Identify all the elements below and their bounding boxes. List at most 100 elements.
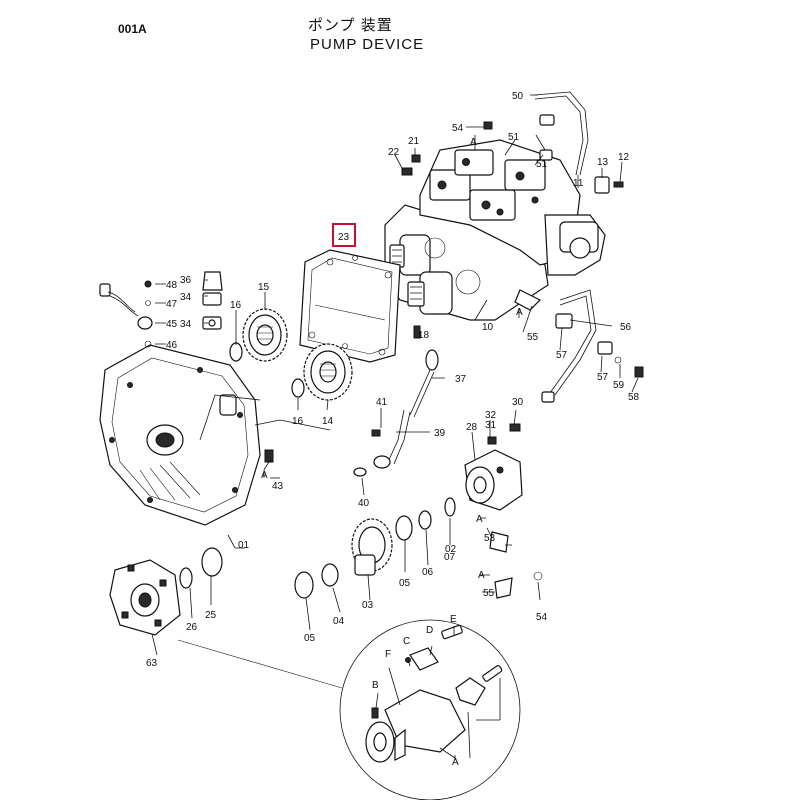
callout-39: 39 bbox=[434, 428, 446, 439]
callout-41: 41 bbox=[376, 397, 388, 408]
detail-label-C: C bbox=[403, 636, 410, 647]
callout-34: 34 bbox=[180, 319, 192, 330]
callout-05: 05 bbox=[399, 578, 411, 589]
clamp-57a[interactable] bbox=[555, 313, 573, 329]
callout-56: 56 bbox=[620, 322, 632, 333]
bolt-58[interactable] bbox=[634, 366, 644, 378]
callout-45: 45 bbox=[166, 319, 178, 330]
snap-ring-16b[interactable] bbox=[291, 378, 305, 398]
callout-57: 57 bbox=[556, 350, 568, 361]
bearing-04[interactable] bbox=[321, 563, 339, 587]
fitting-34a[interactable] bbox=[202, 292, 222, 306]
hose-50[interactable] bbox=[534, 91, 589, 176]
gasket-23[interactable] bbox=[299, 249, 401, 363]
callout-23: 23 bbox=[338, 232, 350, 243]
callout-51: 51 bbox=[536, 159, 548, 170]
callout-21: 21 bbox=[408, 136, 420, 147]
snap-ring-06[interactable] bbox=[418, 510, 432, 530]
fitting-51[interactable] bbox=[539, 149, 553, 161]
callout-10: 10 bbox=[482, 322, 494, 333]
pipe-39[interactable] bbox=[373, 409, 411, 469]
clip-40[interactable] bbox=[353, 467, 367, 477]
fitting-54b[interactable] bbox=[533, 571, 543, 581]
fitting-36[interactable] bbox=[202, 271, 223, 291]
callout-07: 07 bbox=[444, 552, 456, 563]
bolt-48[interactable] bbox=[144, 280, 152, 288]
callout-15: 15 bbox=[258, 282, 270, 293]
callout-11: 11 bbox=[573, 178, 584, 189]
clamp-57b[interactable] bbox=[597, 341, 613, 355]
callout-A: A bbox=[478, 570, 485, 581]
coupling-detail-view bbox=[339, 619, 521, 800]
gear-14[interactable] bbox=[303, 343, 353, 401]
callout-59: 59 bbox=[613, 380, 625, 391]
callout-04: 04 bbox=[333, 616, 345, 627]
snap-ring-02[interactable] bbox=[444, 497, 456, 517]
bolt-30[interactable] bbox=[509, 423, 521, 432]
callout-28: 28 bbox=[466, 422, 478, 433]
callout-25: 25 bbox=[205, 610, 217, 621]
callout-37: 37 bbox=[455, 374, 467, 385]
plug-43[interactable] bbox=[264, 449, 274, 463]
bolt-32[interactable] bbox=[487, 436, 497, 445]
oring-46[interactable] bbox=[144, 340, 152, 348]
callout-36: 36 bbox=[180, 275, 192, 286]
coupling-63[interactable] bbox=[109, 559, 181, 636]
detail-label-E: E bbox=[450, 614, 457, 625]
callout-A: A bbox=[261, 470, 268, 481]
bolt-18[interactable] bbox=[413, 325, 421, 339]
callout-18: 18 bbox=[418, 330, 430, 341]
bearing-05a[interactable] bbox=[294, 571, 314, 599]
callout-55: 55 bbox=[527, 332, 539, 343]
fitting-34b[interactable] bbox=[202, 316, 222, 330]
callout-14: 14 bbox=[322, 416, 334, 427]
hose-56[interactable] bbox=[541, 289, 597, 403]
dipstick-37[interactable] bbox=[409, 349, 439, 418]
bolt-12[interactable] bbox=[613, 181, 624, 188]
callout-labels: 50 54 A 21 22 51 51 13 12 11 36 48 34 47… bbox=[146, 91, 640, 768]
callout-A: A bbox=[470, 137, 477, 148]
washer-59[interactable] bbox=[614, 356, 622, 364]
callout-43: 43 bbox=[272, 481, 284, 492]
callout-A: A bbox=[476, 514, 483, 525]
gear-pump-28[interactable] bbox=[464, 449, 523, 511]
bolt-54a[interactable] bbox=[483, 121, 493, 130]
gear-03[interactable] bbox=[351, 518, 393, 576]
bearing-05b[interactable] bbox=[395, 515, 413, 541]
callout-A: A bbox=[516, 307, 523, 318]
callout-32: 32 bbox=[485, 410, 497, 421]
callout-55: 55 bbox=[483, 588, 495, 599]
bolt-21[interactable] bbox=[411, 154, 421, 163]
bolt-41[interactable] bbox=[371, 429, 381, 437]
elbow-55a[interactable] bbox=[514, 289, 542, 311]
oring-47[interactable] bbox=[145, 300, 151, 306]
flywheel-housing-01[interactable] bbox=[99, 344, 261, 526]
bracket-13[interactable] bbox=[594, 176, 610, 194]
bolt-22[interactable] bbox=[401, 167, 413, 176]
callout-50: 50 bbox=[512, 91, 524, 102]
callout-03: 03 bbox=[362, 600, 374, 611]
highlight-box-23[interactable] bbox=[332, 223, 356, 247]
sensor-45[interactable] bbox=[99, 283, 153, 330]
title-japanese: ポンプ 装置 bbox=[308, 17, 393, 34]
callout-30: 30 bbox=[512, 397, 524, 408]
main-pump-assembly[interactable] bbox=[384, 139, 606, 321]
callout-47: 47 bbox=[166, 299, 178, 310]
detail-label-A: A bbox=[452, 757, 459, 768]
callout-63: 63 bbox=[146, 658, 158, 669]
elbow-55b[interactable] bbox=[494, 577, 513, 599]
bearing-25[interactable] bbox=[201, 547, 223, 577]
callout-05: 05 bbox=[304, 633, 316, 644]
callout-53: 53 bbox=[484, 533, 496, 544]
callout-16: 16 bbox=[230, 300, 242, 311]
gear-15[interactable] bbox=[242, 308, 288, 362]
callout-46: 46 bbox=[166, 340, 178, 351]
callout-58: 58 bbox=[628, 392, 640, 403]
snap-ring-16a[interactable] bbox=[229, 342, 243, 362]
callout-54: 54 bbox=[536, 612, 548, 623]
detail-label-B: B bbox=[372, 680, 379, 691]
elbow-53[interactable] bbox=[489, 531, 509, 553]
callout-51: 51 bbox=[508, 132, 520, 143]
snap-ring-26[interactable] bbox=[179, 567, 193, 589]
